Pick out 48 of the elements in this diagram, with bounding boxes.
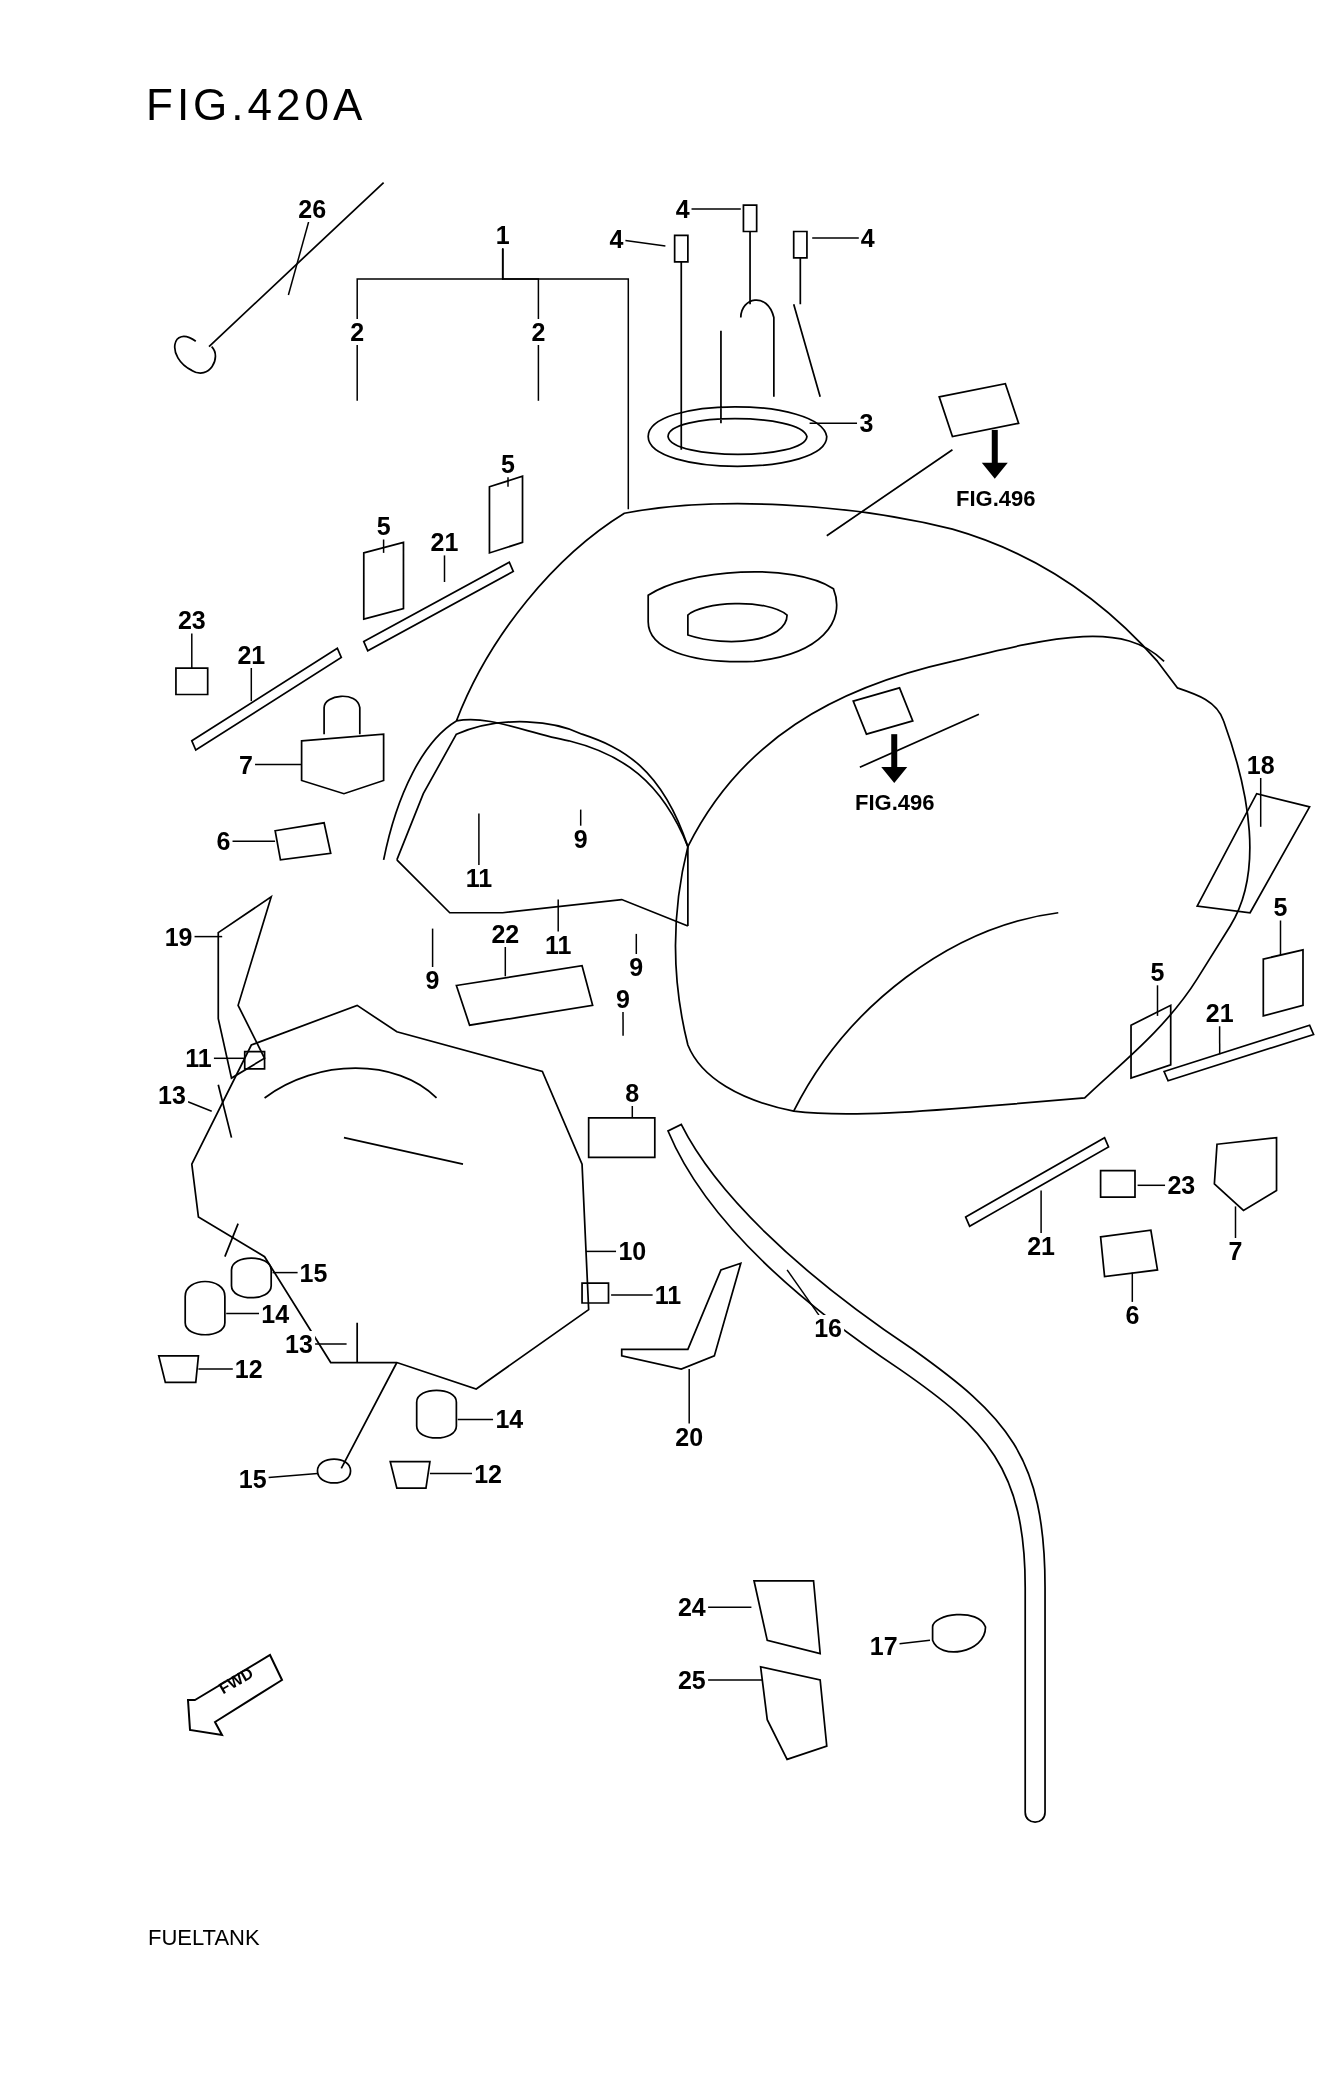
leader-line [1040,1189,1042,1234]
leader-line [478,812,480,867]
leader-line [287,221,310,296]
leader-line [811,237,860,239]
leader-line [231,840,276,843]
leader-line [557,898,559,933]
leader-line [1136,1184,1167,1187]
leader-line [212,1057,246,1060]
leader-line [808,422,859,425]
leader-line [187,1100,213,1112]
leader-line [504,946,507,978]
leader-line [610,1294,654,1296]
leader-line [622,1010,624,1037]
leader-line [431,927,434,968]
leader-line [191,632,193,669]
leader-line [271,1271,299,1274]
leader-line [443,554,446,583]
figure-reference: FIG.496 [855,790,935,816]
leader-line [254,763,303,766]
leader-line [1279,919,1282,956]
leader-line [225,1312,260,1315]
leader-line [1156,984,1159,1017]
leader-line [635,933,638,955]
leader-line [429,1472,473,1475]
figure-reference: FIG.496 [956,486,1036,512]
figure-title: FIG.420A [146,80,367,130]
leader-line [507,476,509,488]
leader-line [585,1250,618,1253]
diagram-caption: FUELTANK [148,1925,260,1951]
leader-line [1131,1271,1134,1303]
leader-line [1234,1205,1237,1240]
leader-line [898,1639,931,1645]
leader-line [1259,776,1262,828]
leader-line [1218,1025,1221,1056]
leader-line [356,344,358,402]
leader-line [456,1418,495,1421]
leader-line [706,1679,763,1681]
leader-line [314,1343,348,1345]
leader-line [690,208,742,210]
leader-line [250,667,253,702]
leader-line [501,247,630,511]
leader-line [706,1606,753,1608]
leader-line [537,344,540,402]
leader-line [197,1368,234,1370]
leader-line [193,935,223,938]
leader-line [267,1472,319,1479]
leader-line [688,1368,690,1425]
leader-line [624,239,667,247]
